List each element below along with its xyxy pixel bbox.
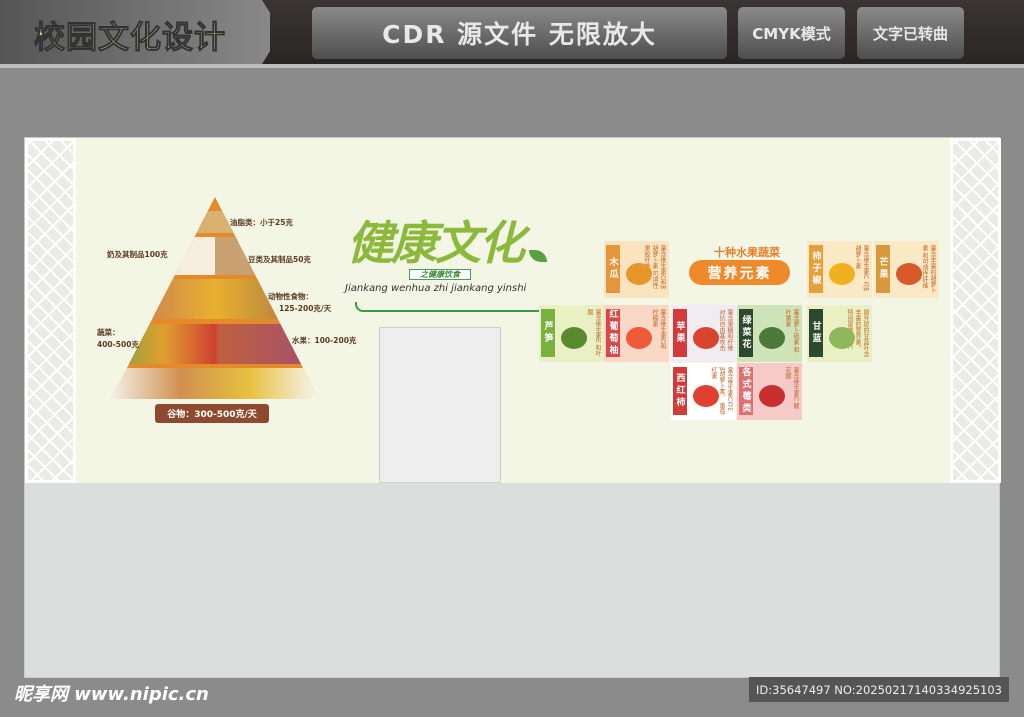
nutrition-heading: 十种水果蔬菜 [714,246,780,259]
label-milk: 奶及其制品100克 [107,250,168,259]
produce-image [829,263,855,285]
badge-text-outlined: 文字已转曲 [857,7,964,59]
label-oil: 油脂类：小于25克 [230,218,293,227]
leaf-icon [529,250,547,262]
header-bar: 校园文化设计 CDR 源文件 无限放大 CMYK模式 文字已转曲 [0,0,1024,64]
produce-image [896,263,922,285]
produce-image [693,385,719,407]
card-desc: 富含维生素C和β胡萝卜素 可溶性果胶纤维 [643,245,666,290]
nutrition-card: 绿菜花 富含萝卜硫素 和叶黄素 [737,305,802,362]
nutrition-card: 甘蓝 最外层的甘蓝叶含 丰富的营养素， 特别是维生素C [807,305,872,362]
site-logo: 昵享网 www.nipic.cn [14,684,209,705]
card-desc: 富含萝卜硫素 和叶黄素 [784,309,799,353]
nutrition-card: 各式莓类 富含维生素C 鞣花酸 [737,363,802,420]
nutrition-card: 红葡萄柚 富含维生素C和 柠檬素 [604,305,669,362]
nutrition-card: 芦笋 富含维生素E 和叶酸 [539,305,604,362]
title-pinyin: Jiankang wenhua zhi jiankang yinshi [345,283,527,294]
produce-image [693,327,719,349]
produce-image [759,327,785,349]
produce-image [561,327,587,349]
brand-title: 校园文化设计 [34,20,226,57]
decorative-line [355,302,555,312]
tier-veg-fruit [111,324,319,364]
card-desc: 富含丰富的胡萝卜素 和可溶性纤维 [921,245,936,293]
nutrition-card: 苹果 富含果糖和纤维 对抗自由基攻击 [671,305,736,362]
card-desc: 富含果糖和纤维 对抗自由基攻击 [718,309,733,351]
label-animal-amount: 125-200克/天 [279,304,332,313]
brand-banner: 校园文化设计 [0,0,270,64]
nutrition-card: 柿子椒 富含维生素C 与β胡萝卜素 [807,241,872,298]
lattice-right [950,138,1001,483]
card-name: 绿菜花 [739,309,753,357]
produce-image [626,327,652,349]
card-name: 西红柿 [673,367,687,415]
nutrition-pill: 营养元素 [689,260,790,285]
nutrition-card: 西红柿 富含维生素C与E β胡萝卜素， 番茄红素 [671,363,736,420]
door-opening [379,327,501,483]
card-desc: 富含维生素C与E β胡萝卜素， 番茄红素 [710,367,733,415]
nutrition-card: 木瓜 富含维生素C和β胡萝卜素 可溶性果胶纤维 [604,241,669,298]
main-title: 健康文化 [347,216,525,270]
produce-image [626,263,652,285]
card-desc: 富含维生素C 鞣花酸 [784,367,799,410]
produce-image [759,385,785,407]
wall-upper-panel: 油脂类：小于25克 奶及其制品100克 豆类及其制品50克 动物性食物： 125… [25,138,1001,483]
label-fruit: 水果：100-200克 [292,336,357,345]
badge-cdr: CDR 源文件 无限放大 [312,7,727,59]
lattice-left [25,138,76,483]
divider [0,64,1024,68]
card-name: 红葡萄柚 [606,309,620,357]
card-name: 芦笋 [541,309,555,357]
produce-image [829,327,855,349]
card-name: 苹果 [673,309,687,357]
card-name: 柿子椒 [809,245,823,293]
label-animal: 动物性食物： [268,292,313,301]
nutrition-card: 芒果 富含丰富的胡萝卜素 和可溶性纤维 [874,241,939,298]
title-tag: 之健康饮食 [409,269,471,280]
label-grain: 谷物：300-500克/天 [155,404,269,423]
card-desc: 富含维生素E 和叶酸 [586,309,601,357]
card-desc: 富含维生素C 与β胡萝卜素 [854,245,869,291]
card-name: 芒果 [876,245,890,293]
label-veg: 蔬菜： [97,328,120,337]
tier-grain [111,368,319,399]
card-name: 甘蓝 [809,309,823,357]
label-veg-amount: 400-500克 [97,340,139,349]
card-name: 各式莓类 [739,367,753,415]
card-name: 木瓜 [606,245,620,293]
badge-cmyk: CMYK模式 [738,7,845,59]
label-beans: 豆类及其制品50克 [248,255,311,264]
image-id: ID:35647497 NO:20250217140334925103 [749,677,1009,702]
wall-design-board: 油脂类：小于25克 奶及其制品100克 豆类及其制品50克 动物性食物： 125… [24,137,1001,678]
card-desc: 富含维生素C和 柠檬素 [651,309,666,350]
